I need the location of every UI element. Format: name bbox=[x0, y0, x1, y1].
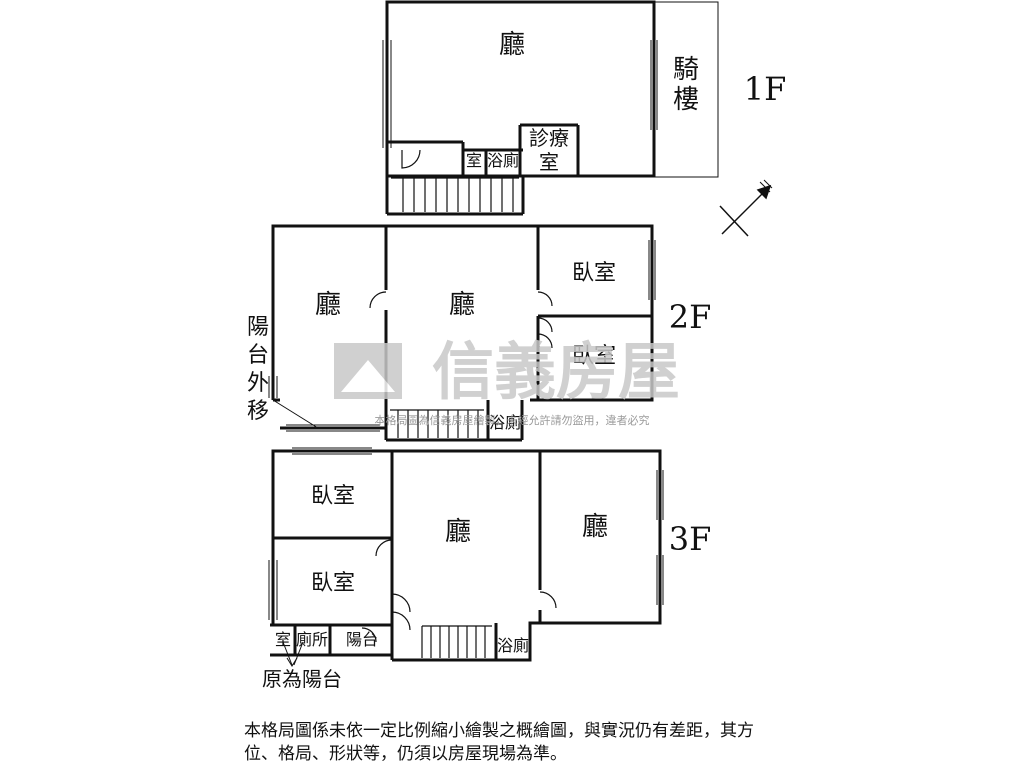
room-label-3f-bath: 浴廁 bbox=[497, 636, 529, 655]
windows-2f bbox=[268, 240, 656, 432]
room-label-3f-room: 室 bbox=[275, 630, 291, 649]
house-logo-icon bbox=[334, 343, 402, 399]
stairs-1f bbox=[391, 177, 519, 212]
pointer-arrow-3f bbox=[282, 641, 304, 667]
disclaimer-text: 本格局圖係未依一定比例縮小繪製之概繪圖，與實況仍有差距，其方位、格局、形狀等，仍… bbox=[244, 721, 754, 764]
floor-3f bbox=[270, 449, 662, 662]
room-label-3f-bedroom-top: 臥室 bbox=[311, 484, 355, 509]
room-label-1f-arcade: 騎樓 bbox=[673, 55, 699, 115]
room-label-2f-bedroom-bottom: 臥室 bbox=[572, 344, 616, 369]
balcony-note-2f: 陽台外移 bbox=[247, 315, 269, 424]
labels-2f: 廳 廳 臥室 臥室 浴廁 陽台外移 2F bbox=[247, 261, 711, 432]
room-label-3f-hall-mid: 廳 bbox=[445, 517, 471, 547]
room-label-3f-balcony: 陽台 bbox=[346, 630, 378, 649]
watermark-brand: 信義房屋 bbox=[432, 335, 680, 408]
labels-3f: 臥室 臥室 廳 廳 室 廁所 陽台 浴廁 原為陽台 3F bbox=[262, 484, 711, 691]
room-label-1f-bath: 浴廁 bbox=[487, 151, 519, 170]
room-label-1f-hall: 廳 bbox=[499, 30, 525, 60]
stairs-2f bbox=[390, 409, 484, 438]
floor-2f bbox=[271, 224, 654, 442]
room-label-3f-toilet: 廁所 bbox=[296, 630, 328, 649]
room-label-3f-hall-right: 廳 bbox=[582, 512, 608, 542]
arcade-outline bbox=[653, 1, 719, 178]
room-label-3f-bedroom-bottom: 臥室 bbox=[311, 571, 355, 596]
floor-label-3f: 3F bbox=[669, 520, 712, 558]
balcony-diagonal-2f bbox=[272, 399, 319, 429]
floor-label-1f: 1F bbox=[744, 70, 787, 108]
balcony-note-3f: 原為陽台 bbox=[262, 667, 342, 691]
room-label-1f-clinic: 診療室 bbox=[529, 126, 569, 174]
watermark: 信義房屋 本格局圖為信義房屋繪製，未經允許請勿盜用，違者必究 bbox=[375, 335, 681, 427]
room-label-2f-hall-left: 廳 bbox=[315, 290, 341, 320]
doors-3f bbox=[361, 539, 557, 643]
room-label-2f-bath: 浴廁 bbox=[489, 413, 521, 432]
watermark-notice: 本格局圖為信義房屋繪製，未經允許請勿盜用，違者必究 bbox=[375, 413, 650, 427]
stairs-3f bbox=[421, 625, 492, 658]
doors-2f bbox=[369, 291, 553, 349]
windows-1f bbox=[382, 40, 658, 148]
windows-3f bbox=[268, 447, 664, 620]
floor-3f-outline bbox=[271, 449, 662, 662]
room-label-1f-room: 室 bbox=[466, 151, 482, 170]
door-1f bbox=[401, 149, 421, 169]
labels-1f: 廳 騎樓 診療室 室 浴廁 1F bbox=[466, 30, 786, 174]
floor-label-2f: 2F bbox=[669, 298, 712, 336]
floor-1f bbox=[385, 0, 719, 216]
room-label-2f-hall-mid: 廳 bbox=[449, 290, 475, 320]
floor-2f-outline bbox=[271, 224, 654, 402]
room-label-2f-bedroom-top: 臥室 bbox=[572, 261, 616, 286]
north-arrow-icon bbox=[719, 179, 773, 237]
